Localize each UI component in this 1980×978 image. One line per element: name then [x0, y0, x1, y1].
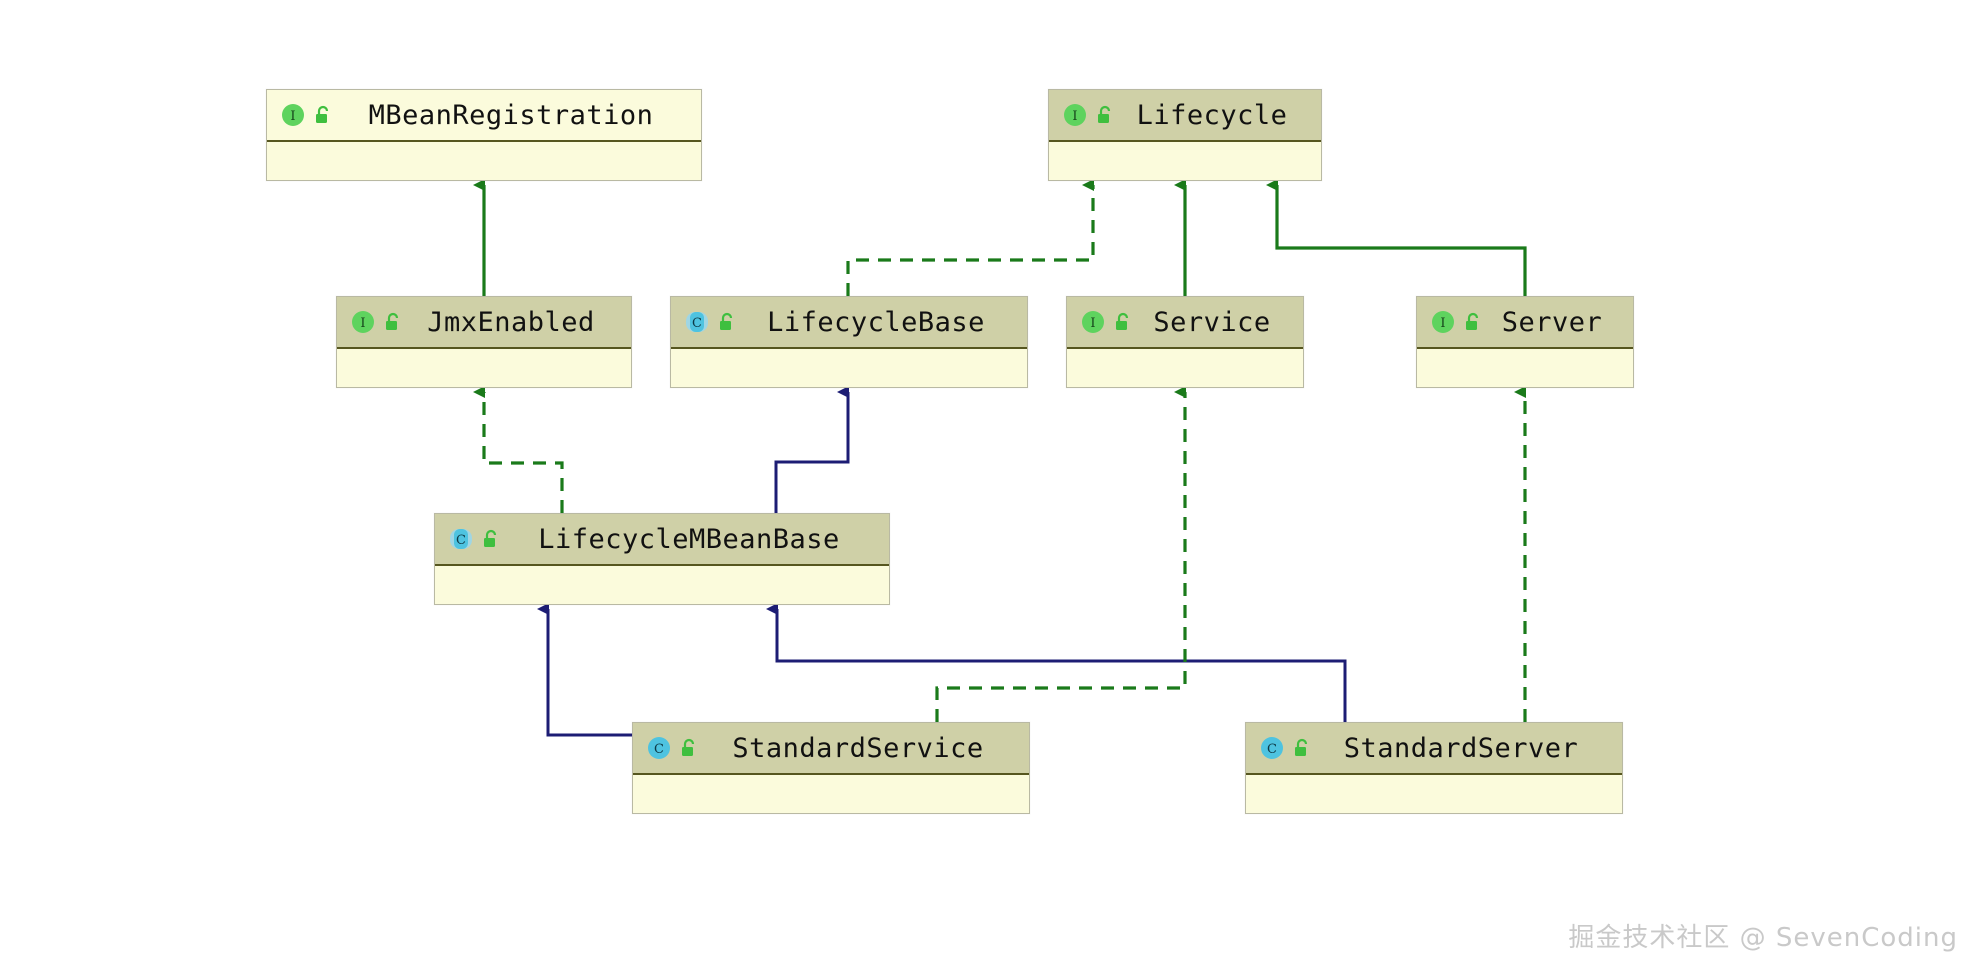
uml-node-members [267, 142, 701, 180]
uml-node-header: I MBeanRegistration [267, 90, 701, 142]
uml-node-members [1417, 349, 1633, 387]
uml-node-mbeanregistration[interactable]: I MBeanRegistration [266, 89, 702, 181]
public-unlocked-icon [482, 529, 500, 549]
uml-node-header: I Service [1067, 297, 1303, 349]
svg-text:I: I [1072, 109, 1077, 124]
uml-node-header: C StandardService [633, 723, 1029, 775]
uml-node-title: Lifecycle [1136, 99, 1288, 131]
class-icon: C [685, 310, 709, 334]
interface-icon: I [351, 310, 375, 334]
uml-node-members [1067, 349, 1303, 387]
uml-node-title: MBeanRegistration [368, 99, 654, 131]
watermark-text: 掘金技术社区 @ SevenCoding [1568, 923, 1958, 953]
edge-lifecyclembeanbase-extends-lifecyclebase [774, 386, 850, 513]
uml-node-title: JmxEnabled [427, 306, 595, 338]
svg-text:I: I [360, 316, 365, 331]
edge-lifecyclebase-implements-lifecycle [846, 179, 1095, 296]
svg-text:C: C [654, 742, 664, 757]
uml-node-header: I Server [1417, 297, 1633, 349]
class-icon: C [1260, 736, 1284, 760]
svg-text:C: C [1267, 742, 1277, 757]
uml-node-members [1246, 775, 1622, 813]
uml-node-members [1049, 142, 1321, 180]
uml-node-header: C LifecycleBase [671, 297, 1027, 349]
public-unlocked-icon [1293, 738, 1311, 758]
uml-node-title: LifecycleBase [767, 306, 985, 338]
public-unlocked-icon [1464, 312, 1482, 332]
uml-node-title: Service [1153, 306, 1271, 338]
uml-node-header: I Lifecycle [1049, 90, 1321, 142]
svg-text:I: I [1090, 316, 1095, 331]
uml-node-title: StandardServer [1343, 732, 1579, 764]
uml-node-jmxenabled[interactable]: I JmxEnabled [336, 296, 632, 388]
svg-text:I: I [1440, 316, 1445, 331]
edge-standardserver-extends-lifecyclembeanbase [766, 603, 1347, 722]
edge-standardservice-extends-lifecyclembeanbase [537, 603, 735, 737]
svg-text:I: I [290, 109, 295, 124]
uml-node-lifecyclembeanbase[interactable]: C LifecycleMBeanBase [434, 513, 890, 605]
interface-icon: I [281, 103, 305, 127]
svg-text:C: C [692, 316, 702, 331]
uml-node-members [671, 349, 1027, 387]
interface-icon: I [1431, 310, 1455, 334]
uml-node-members [435, 566, 889, 604]
svg-text:C: C [456, 533, 466, 548]
uml-node-title: LifecycleMBeanBase [538, 523, 840, 555]
public-unlocked-icon [1096, 105, 1114, 125]
uml-node-members [337, 349, 631, 387]
edge-server-extends-lifecycle [1266, 179, 1527, 296]
uml-node-server[interactable]: I Server [1416, 296, 1634, 388]
uml-node-header: I JmxEnabled [337, 297, 631, 349]
uml-node-standardserver[interactable]: C StandardServer [1245, 722, 1623, 814]
class-icon: C [449, 527, 473, 551]
uml-node-header: C LifecycleMBeanBase [435, 514, 889, 566]
uml-node-header: C StandardServer [1246, 723, 1622, 775]
public-unlocked-icon [384, 312, 402, 332]
edge-standardservice-implements-service [935, 386, 1187, 722]
public-unlocked-icon [718, 312, 736, 332]
uml-node-service[interactable]: I Service [1066, 296, 1304, 388]
class-icon: C [647, 736, 671, 760]
interface-icon: I [1081, 310, 1105, 334]
uml-node-standardservice[interactable]: C StandardService [632, 722, 1030, 814]
uml-node-lifecyclebase[interactable]: C LifecycleBase [670, 296, 1028, 388]
uml-node-members [633, 775, 1029, 813]
interface-icon: I [1063, 103, 1087, 127]
uml-node-title: Server [1501, 306, 1603, 338]
edge-lifecyclembeanbase-implements-jmxenabled [473, 386, 564, 513]
public-unlocked-icon [314, 105, 332, 125]
public-unlocked-icon [680, 738, 698, 758]
uml-node-lifecycle[interactable]: I Lifecycle [1048, 89, 1322, 181]
uml-node-title: StandardService [732, 732, 984, 764]
public-unlocked-icon [1114, 312, 1132, 332]
